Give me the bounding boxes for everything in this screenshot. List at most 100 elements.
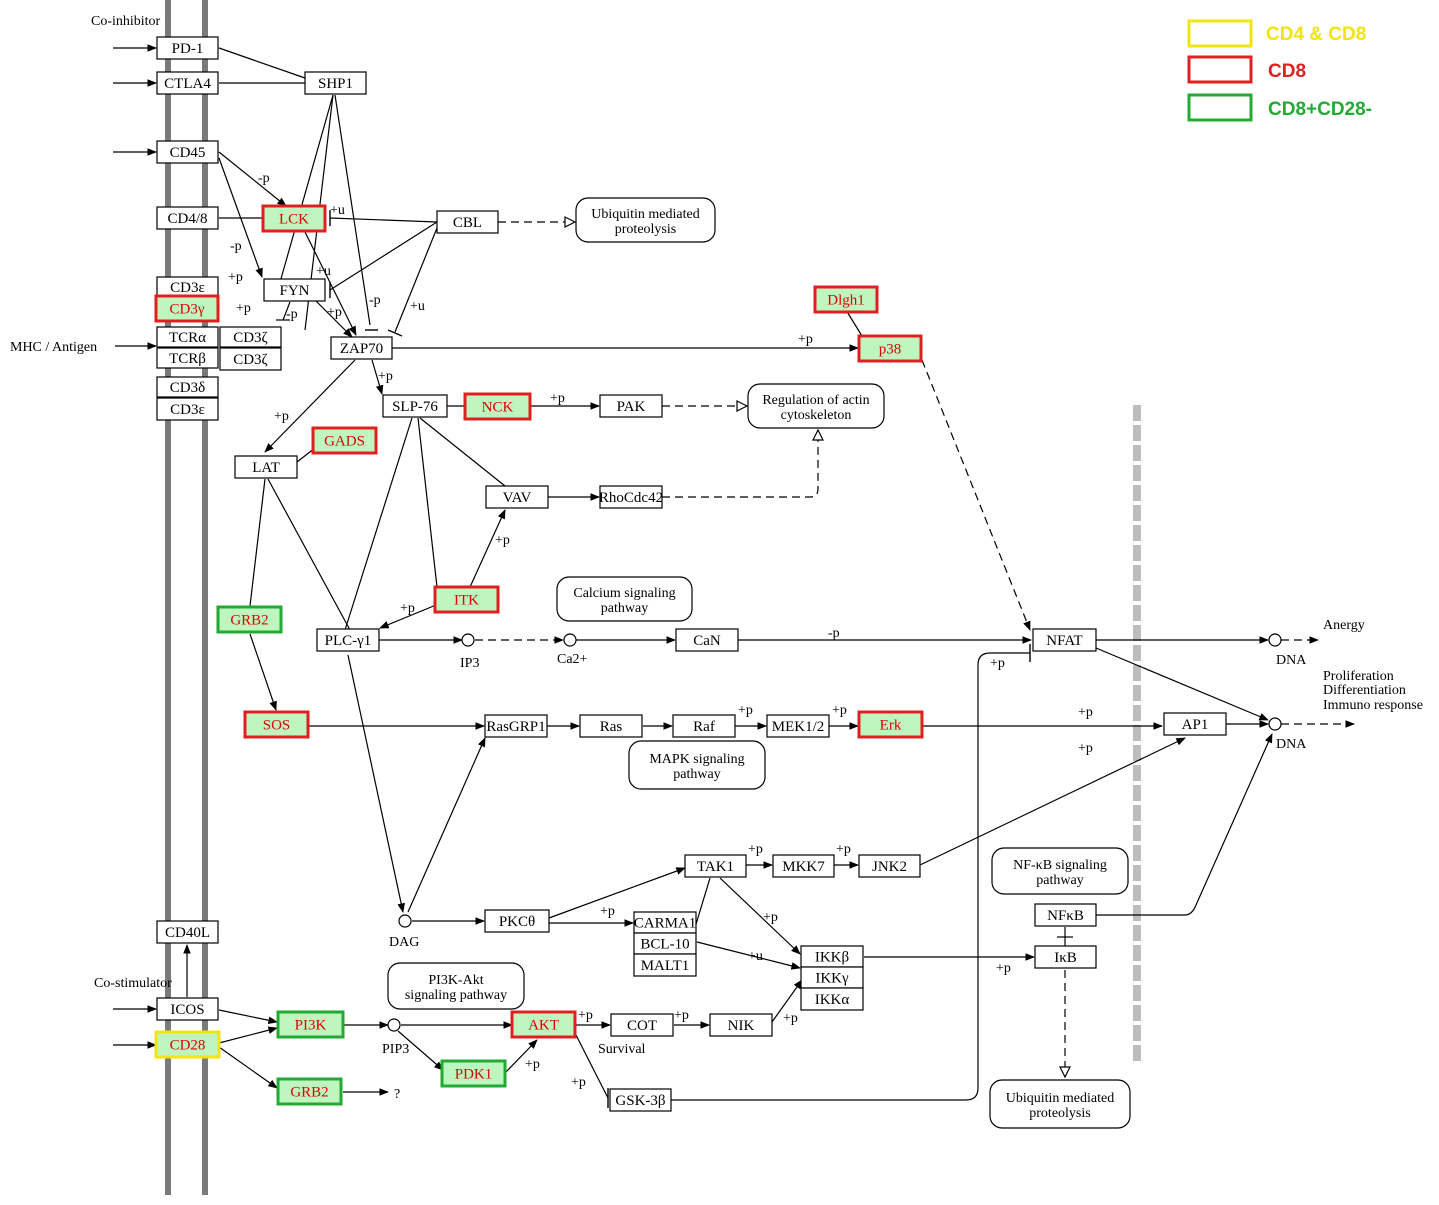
node-box — [382, 394, 448, 418]
node-tcra[interactable]: TCRα — [156, 326, 219, 348]
legend-swatch-cd8-cd28neg — [1187, 93, 1253, 122]
node-ikkb[interactable]: IKKβ — [800, 945, 864, 968]
node-fyn[interactable]: FYN — [263, 278, 326, 302]
node-box — [156, 36, 219, 60]
node-box — [858, 854, 921, 878]
node-erk[interactable]: Erk — [857, 710, 924, 739]
node-label: p38 — [879, 342, 902, 358]
node-cd3z-b[interactable]: CD3ζ — [219, 347, 282, 371]
node-nik[interactable]: NIK — [709, 1013, 773, 1037]
node-ikka[interactable]: IKKα — [800, 987, 864, 1011]
svg-text:+p: +p — [836, 842, 851, 857]
node-grb2-bot[interactable]: GRB2 — [276, 1077, 343, 1106]
svg-text:+u: +u — [410, 299, 425, 314]
node-shp1[interactable]: SHP1 — [304, 71, 367, 95]
node-pd1[interactable]: PD-1 — [156, 36, 219, 60]
node-zap70[interactable]: ZAP70 — [330, 336, 393, 360]
node-cd3e-bot[interactable]: CD3ε — [156, 397, 219, 421]
node-can[interactable]: CaN — [675, 628, 739, 652]
node-label: IKKα — [815, 992, 850, 1008]
node-cbl[interactable]: CBL — [436, 210, 499, 234]
node-mkk7[interactable]: MKK7 — [772, 854, 835, 878]
node-ikky[interactable]: IKKγ — [800, 966, 864, 989]
node-ctla4[interactable]: CTLA4 — [156, 71, 219, 95]
node-cot[interactable]: COT — [610, 1013, 674, 1037]
pathway-label-line: proteolysis — [615, 222, 676, 237]
node-plcg1[interactable]: PLC-γ1 — [316, 628, 380, 652]
node-tcrb[interactable]: TCRβ — [156, 347, 219, 369]
pathway-label-line: Calcium signaling — [573, 586, 675, 601]
node-label: Raf — [693, 719, 715, 735]
node-itk[interactable]: ITK — [433, 585, 500, 614]
node-icos[interactable]: ICOS — [156, 997, 219, 1021]
svg-text:+p: +p — [600, 904, 615, 919]
node-dlgh1[interactable]: Dlgh1 — [813, 285, 879, 314]
node-label: CD3γ — [170, 302, 205, 318]
node-tak1[interactable]: TAK1 — [684, 854, 747, 878]
node-pak[interactable]: PAK — [599, 394, 663, 418]
node-nfat[interactable]: NFAT — [1032, 628, 1097, 652]
legend: CD4 & CD8 CD8 CD8+CD28- — [1187, 19, 1372, 122]
node-box — [156, 997, 219, 1021]
svg-text:+p: +p — [738, 703, 753, 718]
pip3-node — [387, 1018, 401, 1032]
node-box — [633, 953, 697, 977]
node-label: CD3δ — [170, 380, 205, 396]
node-grb2-top[interactable]: GRB2 — [216, 605, 283, 634]
node-ap1[interactable]: AP1 — [1163, 712, 1227, 736]
node-gads[interactable]: GADS — [311, 426, 378, 455]
node-ras[interactable]: Ras — [579, 714, 643, 738]
node-cd48[interactable]: CD4/8 — [156, 206, 219, 230]
pathway-label-line: NF-κB signaling — [1013, 858, 1107, 873]
node-label: CD3ε — [170, 280, 205, 296]
svg-text:-p: -p — [258, 171, 270, 186]
node-box — [156, 397, 219, 421]
svg-text:+p: +p — [228, 270, 243, 285]
node-raf[interactable]: Raf — [672, 714, 736, 738]
node-pi3k[interactable]: PI3K — [276, 1010, 345, 1039]
node-rasgrp1[interactable]: RasGRP1 — [484, 714, 548, 738]
survival-label: Survival — [598, 1042, 646, 1057]
node-vav[interactable]: VAV — [485, 485, 549, 509]
node-label: TCRα — [169, 330, 206, 346]
node-malt1[interactable]: MALT1 — [633, 953, 697, 977]
node-box — [156, 920, 219, 944]
node-cd3y[interactable]: CD3γ — [154, 294, 220, 323]
node-mek12[interactable]: MEK1/2 — [766, 714, 830, 738]
node-cd28[interactable]: CD28 — [154, 1030, 221, 1059]
node-akt[interactable]: AKT — [510, 1010, 577, 1039]
node-lat[interactable]: LAT — [234, 455, 298, 479]
node-nck[interactable]: NCK — [463, 392, 532, 421]
node-carma1[interactable]: CARMA1 — [633, 911, 697, 934]
node-bcl10[interactable]: BCL-10 — [633, 932, 697, 955]
node-cd45[interactable]: CD45 — [156, 140, 219, 164]
node-cd40l[interactable]: CD40L — [156, 920, 219, 944]
node-sos[interactable]: SOS — [243, 710, 310, 739]
pathway-nodes: Ubiquitin mediatedproteolysisRegulation … — [387, 197, 1131, 1129]
node-pkctheta[interactable]: PKCθ — [484, 909, 550, 933]
node-box — [857, 334, 923, 363]
node-jnk2[interactable]: JNK2 — [858, 854, 921, 878]
node-ikb[interactable]: IκB — [1034, 945, 1097, 969]
node-label: AP1 — [1182, 717, 1209, 733]
node-slp76[interactable]: SLP-76 — [382, 394, 448, 418]
node-gsk3b[interactable]: GSK-3β — [609, 1088, 672, 1112]
node-cd3z-a[interactable]: CD3ζ — [219, 326, 282, 348]
anergy-label: Anergy — [1323, 618, 1365, 633]
node-cd3e-top[interactable]: CD3ε — [156, 276, 219, 298]
node-cd3d[interactable]: CD3δ — [156, 376, 219, 398]
node-box — [510, 1010, 577, 1039]
node-p38[interactable]: p38 — [857, 334, 923, 363]
node-label: NFAT — [1046, 633, 1082, 649]
node-pdk1[interactable]: PDK1 — [440, 1059, 507, 1088]
node-nfkb[interactable]: NFκB — [1034, 903, 1097, 927]
node-lck[interactable]: LCK — [261, 204, 327, 233]
node-rhocdc42[interactable]: RhoCdc42 — [599, 485, 663, 509]
